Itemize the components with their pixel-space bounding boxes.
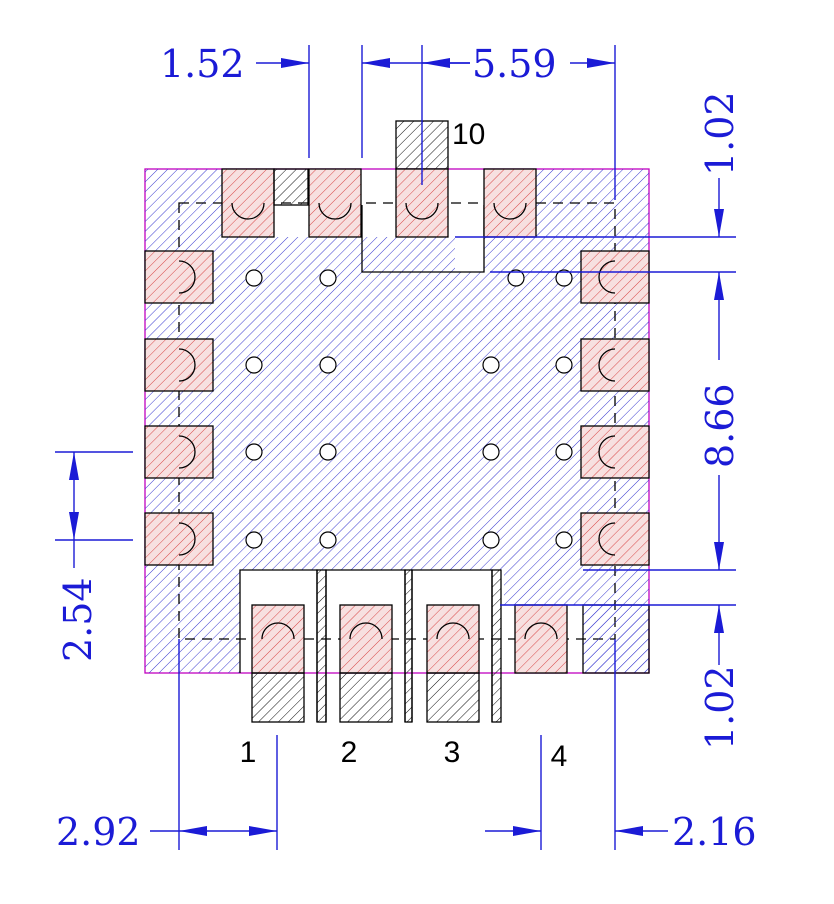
dim-left-pitch: 2.54	[56, 577, 100, 662]
via	[555, 531, 573, 549]
left-pad	[144, 338, 214, 392]
bottom-pad	[582, 604, 650, 674]
bottom-pad-1	[251, 604, 305, 723]
dimension-lines	[55, 45, 736, 850]
via	[319, 443, 337, 461]
dim-right-top: 1.02	[698, 91, 742, 176]
via	[555, 356, 573, 374]
pin-label-1: 1	[240, 736, 257, 769]
via	[319, 356, 337, 374]
via	[245, 356, 263, 374]
top-pad-10	[395, 120, 449, 238]
via	[482, 531, 500, 549]
pin-labels: 1 2 3 4 10	[240, 118, 568, 773]
via	[245, 269, 263, 287]
right-pads	[580, 250, 650, 566]
top-pad	[221, 168, 275, 238]
via	[555, 443, 573, 461]
package-body	[144, 168, 650, 674]
bottom-pad-4	[514, 604, 568, 674]
pin-label-2: 2	[341, 736, 358, 769]
via	[482, 443, 500, 461]
dim-bottom-left: 2.92	[56, 810, 141, 854]
via	[507, 269, 525, 287]
dim-bottom-right: 2.16	[672, 810, 757, 854]
left-pad	[144, 250, 214, 304]
dim-right-bottom: 1.02	[698, 665, 742, 750]
bottom-leads	[239, 569, 502, 723]
top-pad	[273, 168, 309, 206]
dim-top-left: 1.52	[160, 42, 245, 86]
dim-top-right: 5.59	[472, 42, 557, 86]
dimension-labels: 1.52 5.59 1.02 8.66 1.02 2.54 2.92 2.16	[56, 42, 757, 854]
via	[319, 269, 337, 287]
bottom-pads	[251, 604, 650, 723]
thermal-vias	[245, 269, 573, 549]
pin-label-10: 10	[452, 118, 485, 151]
top-pad	[483, 168, 537, 238]
bottom-pad-3	[426, 604, 480, 723]
right-pad	[580, 425, 650, 479]
top-pad	[308, 168, 362, 238]
right-pad	[580, 250, 650, 304]
pin-label-4: 4	[551, 740, 568, 773]
via	[245, 531, 263, 549]
left-pad	[144, 512, 214, 566]
via	[245, 443, 263, 461]
top-pads	[221, 120, 537, 238]
left-pad	[144, 425, 214, 479]
bottom-pad-2	[339, 604, 393, 723]
via	[482, 356, 500, 374]
via	[555, 269, 573, 287]
dim-right-middle: 8.66	[698, 383, 742, 468]
via	[319, 531, 337, 549]
pin-label-3: 3	[444, 736, 461, 769]
left-pads	[144, 250, 214, 566]
right-pad	[580, 512, 650, 566]
right-pad	[580, 338, 650, 392]
